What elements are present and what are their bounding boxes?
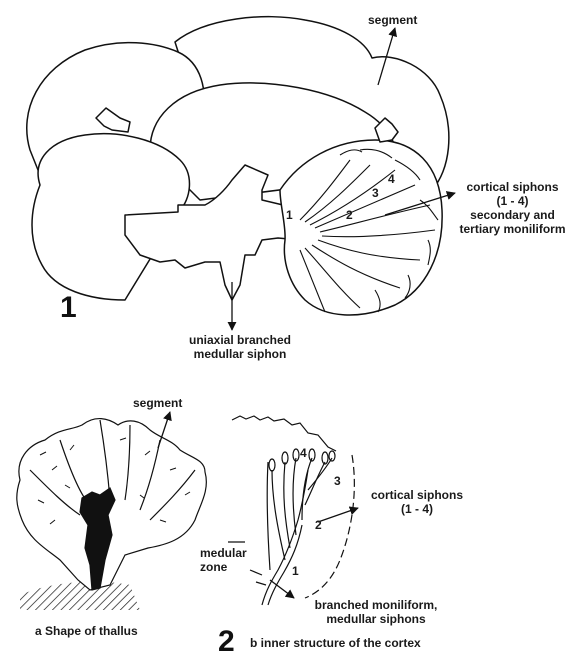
segment-cortex <box>280 140 442 315</box>
branch-number-4: 4 <box>388 172 395 186</box>
cortical-line-2: (1 - 4) <box>450 194 575 208</box>
cortical-siphons-label-2: cortical siphons (1 - 4) <box>362 488 472 516</box>
cortical2-line-1: cortical siphons <box>362 488 472 502</box>
branch-number-1: 1 <box>286 208 293 222</box>
cortical-line-4: tertiary moniliform <box>450 222 575 236</box>
branch-number-3: 3 <box>372 186 379 200</box>
figure-number-2: 2 <box>218 626 235 658</box>
cortical2-line-2: (1 - 4) <box>362 502 472 516</box>
caption-b: b inner structure of the cortex <box>250 636 421 650</box>
medular-line-1: medular <box>200 546 247 560</box>
medular-line-2: zone <box>200 560 247 574</box>
cortical-siphons-label-1: cortical siphons (1 - 4) secondary and t… <box>450 180 575 236</box>
branch2-number-2: 2 <box>315 518 322 532</box>
medullar-line-1: uniaxial branched <box>160 333 320 347</box>
medullar-filament <box>262 470 308 605</box>
figure-number-1: 1 <box>60 292 77 324</box>
arrow-branched <box>270 580 294 598</box>
cortical-line-1: cortical siphons <box>450 180 575 194</box>
branched-siphons-label: branched moniliform, medullar siphons <box>296 598 456 626</box>
cortex-right-outline <box>305 455 354 598</box>
caption-a: a Shape of thallus <box>35 624 138 638</box>
branch2-number-3: 3 <box>334 474 341 488</box>
medular-zone-label: medular zone <box>200 546 247 574</box>
medullar-line-2: medullar siphon <box>160 347 320 361</box>
branch2-number-4: 4 <box>300 446 307 460</box>
cortex-top-outline <box>232 416 336 451</box>
branched-line-1: branched moniliform, <box>296 598 456 612</box>
segment-label-2: segment <box>133 396 182 410</box>
branch-number-2: 2 <box>346 208 353 222</box>
medullar-siphon-label: uniaxial branched medullar siphon <box>160 333 320 361</box>
ground-hatch <box>20 582 140 610</box>
branch2-number-1: 1 <box>292 564 299 578</box>
branched-line-2: medullar siphons <box>296 612 456 626</box>
figure2a-thallus <box>17 419 207 610</box>
segment-label-1: segment <box>368 13 417 27</box>
cortical-line-3: secondary and <box>450 208 575 222</box>
